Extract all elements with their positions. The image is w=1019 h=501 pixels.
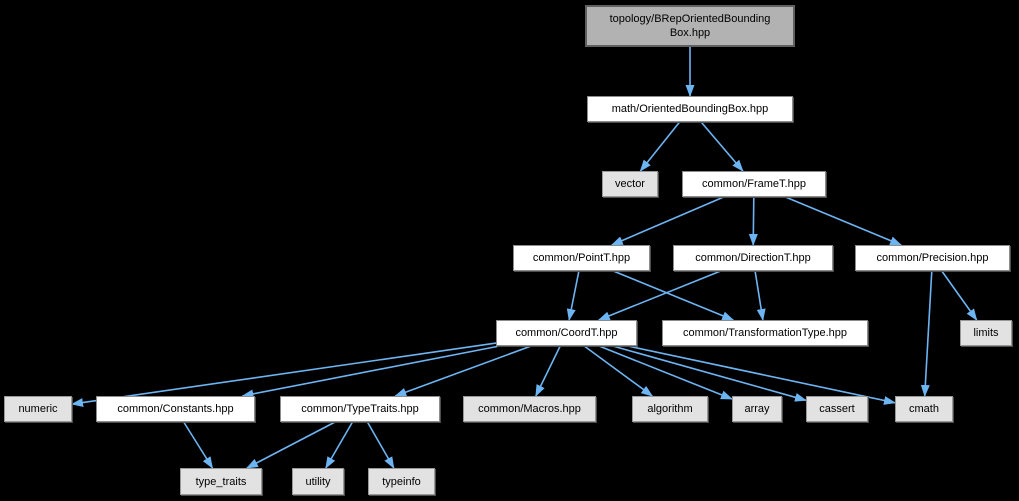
node-limits: limits: [960, 320, 1012, 346]
edge-coord-algorithm: [583, 345, 654, 397]
node-vector: vector: [602, 171, 658, 197]
node-precision[interactable]: common/Precision.hpp: [855, 245, 1010, 271]
edge-point-transform: [612, 270, 735, 321]
edge-coord-typetraits: [394, 345, 532, 397]
node-direction[interactable]: common/DirectionT.hpp: [673, 245, 833, 271]
node-coord[interactable]: common/CoordT.hpp: [496, 320, 637, 346]
node-array: array: [732, 396, 782, 422]
node-cassert: cassert: [806, 396, 868, 422]
edge-coord-constants: [241, 345, 500, 399]
edge-coord-numeric: [71, 342, 497, 407]
node-point[interactable]: common/PointT.hpp: [513, 245, 650, 271]
edge-coord-cmath: [627, 345, 896, 405]
node-root: topology/BRepOrientedBounding Box.hpp: [585, 5, 795, 47]
edge-coord-cassert: [612, 345, 807, 402]
node-typetraits[interactable]: common/TypeTraits.hpp: [280, 396, 440, 422]
node-macros[interactable]: common/Macros.hpp: [463, 396, 596, 422]
edge-frame-point: [610, 196, 725, 246]
node-utility: utility: [292, 468, 344, 495]
edge-coord-array: [598, 345, 733, 400]
edge-precision-cmath: [920, 270, 933, 397]
node-constants[interactable]: common/Constants.hpp: [96, 396, 255, 422]
edge-math-frame: [700, 121, 744, 172]
edge-frame-precision: [785, 196, 903, 246]
edge-typetraits-typeinfo: [366, 421, 395, 469]
node-typeinfo: typeinfo: [368, 468, 435, 495]
node-type_traits: type_traits: [180, 468, 262, 495]
edge-frame-direction: [748, 196, 758, 246]
edge-typetraits-type_traits: [246, 421, 336, 469]
node-cmath: cmath: [895, 396, 953, 422]
node-math[interactable]: math/OrientedBoundingBox.hpp: [587, 96, 793, 122]
node-numeric: numeric: [4, 396, 72, 422]
edge-math-vector: [639, 121, 681, 172]
edge-coord-macros: [535, 345, 561, 397]
node-transform[interactable]: common/TransformationType.hpp: [662, 320, 868, 346]
edge-constants-type_traits: [183, 421, 214, 469]
edge-direction-coord: [597, 270, 721, 321]
node-frame[interactable]: common/FrameT.hpp: [682, 171, 826, 197]
edge-point-coord: [566, 270, 580, 321]
edge-precision-limits: [941, 270, 978, 321]
edge-direction-transform: [754, 270, 766, 321]
edge-typetraits-utility: [325, 421, 354, 469]
node-algorithm: algorithm: [632, 396, 708, 422]
